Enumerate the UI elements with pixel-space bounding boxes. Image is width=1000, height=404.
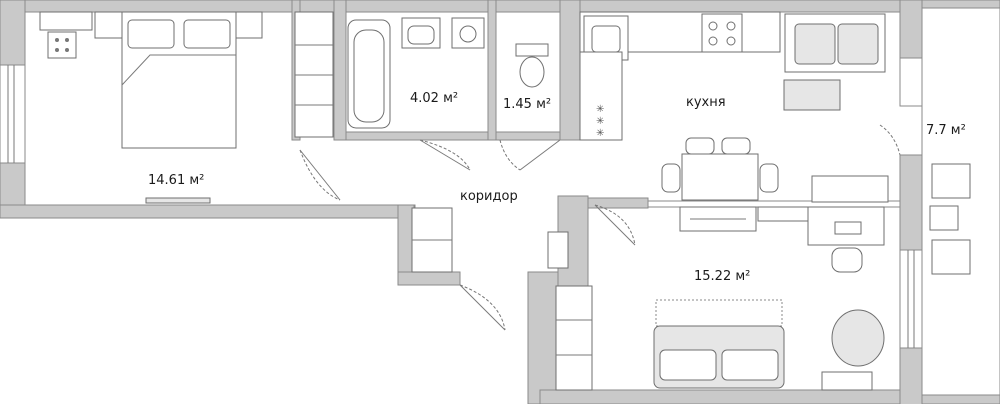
toilet-fixtures bbox=[515, 43, 549, 88]
living-bottom-wall bbox=[539, 389, 901, 404]
tv-stand bbox=[145, 197, 211, 204]
corridor-name: коридор bbox=[460, 189, 518, 204]
toilet-bowl bbox=[519, 56, 545, 88]
balcony-top bbox=[921, 0, 1000, 9]
living-furniture bbox=[555, 206, 885, 391]
wardrobe-living bbox=[555, 285, 593, 391]
kitchen-window bbox=[899, 57, 923, 107]
kitchen-furniture: ✳ ✳ ✳ bbox=[579, 11, 889, 203]
bath-bottom-wall bbox=[345, 131, 497, 141]
balcony-door bbox=[879, 124, 901, 156]
living-window bbox=[899, 249, 923, 349]
balcony-outline bbox=[921, 0, 1000, 404]
fridge-column bbox=[579, 51, 623, 141]
bath-left-wall bbox=[333, 0, 347, 141]
deck-chair-2 bbox=[931, 239, 971, 275]
bathroom-area: 4.02 м² bbox=[410, 91, 458, 106]
side-table-right bbox=[235, 11, 263, 39]
toilet-area: 1.45 м² bbox=[503, 97, 551, 112]
living-area: 15.22 м² bbox=[694, 269, 750, 284]
side-table bbox=[94, 11, 124, 39]
stove bbox=[701, 13, 743, 53]
pillow-left bbox=[127, 19, 175, 49]
bathroom-fixtures bbox=[347, 17, 485, 129]
toilet-kitchen-wall bbox=[559, 0, 581, 141]
bedroom-area: 14.61 м² bbox=[148, 173, 204, 188]
svg-text:✳: ✳ bbox=[596, 104, 604, 115]
dining-table bbox=[681, 153, 759, 201]
armchair bbox=[831, 309, 885, 367]
toilet-tank bbox=[515, 43, 549, 57]
nightstand-left bbox=[39, 11, 93, 31]
deck-chair-1 bbox=[931, 163, 971, 199]
coat-hooks bbox=[547, 231, 569, 269]
svg-text:✳: ✳ bbox=[596, 128, 604, 139]
rug bbox=[655, 299, 783, 327]
kitchen-name: кухня bbox=[686, 95, 726, 110]
living-left-wall bbox=[527, 271, 559, 404]
bathtub-inner bbox=[353, 29, 385, 123]
corridor-furniture bbox=[411, 207, 569, 273]
balcony-furniture bbox=[929, 163, 971, 275]
pillow-right bbox=[183, 19, 231, 49]
bedroom-furniture bbox=[39, 11, 334, 204]
corridor-bottom-wall bbox=[397, 271, 461, 286]
bath-toilet-wall bbox=[487, 0, 497, 141]
entrance-door bbox=[459, 284, 506, 331]
coffee-table bbox=[783, 79, 841, 111]
bedroom-door bbox=[299, 149, 341, 201]
bookshelf-bottom bbox=[821, 371, 873, 391]
desk-kitchen bbox=[811, 175, 889, 203]
toilet-door bbox=[499, 139, 521, 171]
chair-top-2 bbox=[721, 137, 751, 155]
balcony-area: 7.7 м² bbox=[926, 123, 966, 138]
room-labels: 14.61 м² 4.02 м² 1.45 м² кухня коридор 1… bbox=[148, 91, 966, 284]
bedroom-bottom-wall bbox=[0, 204, 416, 219]
washing-machine bbox=[451, 17, 485, 49]
right-wall-top bbox=[899, 0, 923, 59]
toilet-bottom-wall bbox=[495, 131, 561, 141]
bath-door bbox=[419, 139, 471, 171]
balcony-table bbox=[929, 205, 959, 231]
top-wall bbox=[0, 0, 906, 13]
chair-top-1 bbox=[685, 137, 715, 155]
doors bbox=[299, 124, 901, 331]
svg-text:✳: ✳ bbox=[596, 116, 604, 127]
office-chair bbox=[831, 247, 863, 273]
bookshelf-top bbox=[757, 206, 809, 222]
chair-right bbox=[759, 163, 779, 193]
ottoman bbox=[47, 31, 77, 59]
chair-left bbox=[661, 163, 681, 193]
bedroom-window bbox=[0, 64, 26, 164]
living-door bbox=[594, 204, 636, 246]
balcony-bottom bbox=[921, 394, 1000, 404]
